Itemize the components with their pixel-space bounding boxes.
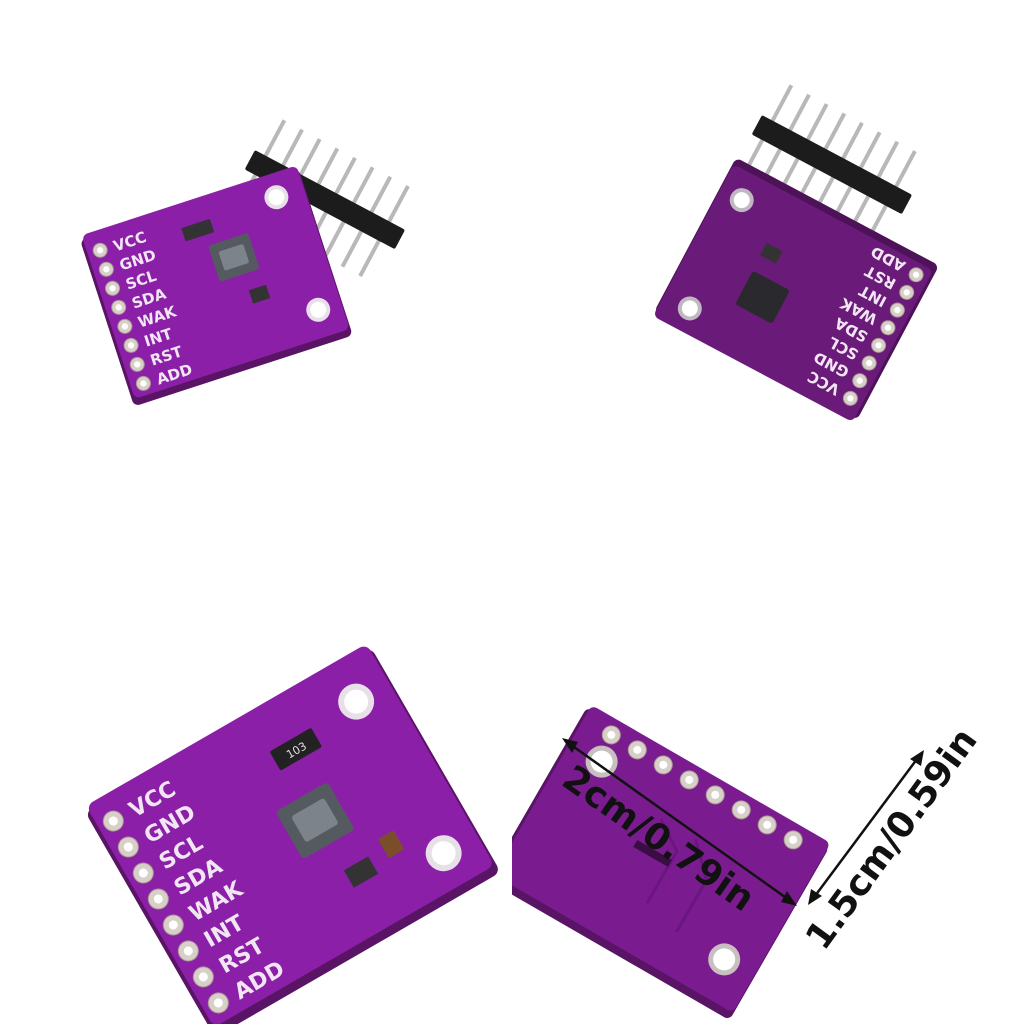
front-board-illustration: VCC GND SCL SDA WAK INT RST ADD	[81, 119, 410, 405]
pcb-board	[512, 707, 829, 1019]
sensor-chip-icon	[736, 271, 789, 323]
pin-header-icon	[741, 84, 917, 243]
pcb-board: VCC GND SCL SDA WAK INT RST ADD	[81, 166, 352, 405]
photo-back-with-dimensions: 2cm/0.79in 1.5cm/0.59in	[512, 512, 1024, 1024]
back-board-illustration: 2cm/0.79in 1.5cm/0.59in	[512, 707, 986, 1019]
photo-front-closeup: 103 VCC GND SCL SDA WAK INT RST ADD	[0, 512, 512, 1024]
pcb-board: 103 VCC GND SCL SDA WAK INT RST ADD	[87, 646, 498, 1024]
pcb-board: VCC GND SCL SDA WAK INT RST ADD	[655, 159, 938, 421]
resistor: 103	[270, 728, 322, 770]
dimension-arrow-icon	[562, 738, 924, 906]
width-dimension-label: 1.5cm/0.59in	[798, 721, 986, 958]
photo-rotated-with-header: VCC GND SCL SDA WAK INT RST ADD	[512, 0, 1024, 512]
photo-front-with-header: VCC GND SCL SDA WAK INT RST ADD	[0, 0, 512, 512]
closeup-board-illustration: 103 VCC GND SCL SDA WAK INT RST ADD	[87, 646, 498, 1024]
rotated-board-illustration: VCC GND SCL SDA WAK INT RST ADD	[655, 84, 938, 421]
